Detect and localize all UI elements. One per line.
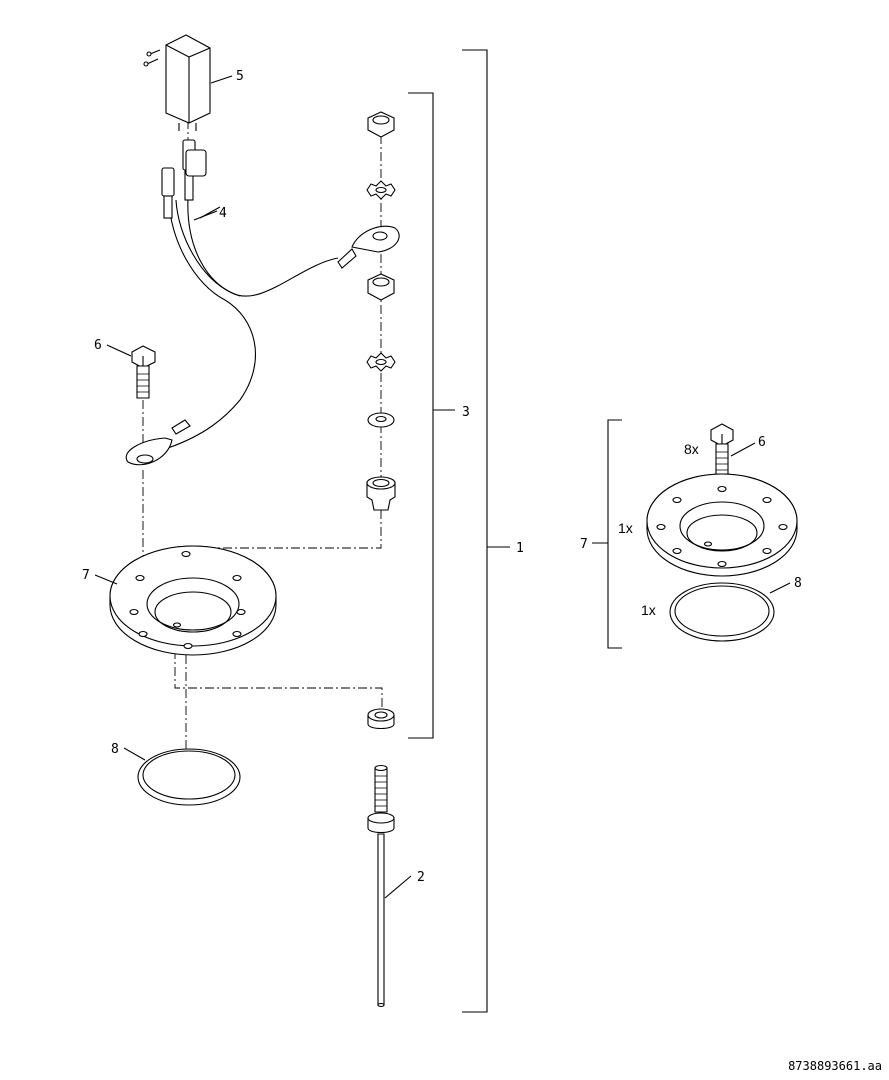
flange-kit bbox=[646, 473, 798, 577]
spacer-ring bbox=[367, 708, 395, 730]
bracket-7-kit bbox=[592, 419, 622, 649]
lock-washer-top bbox=[366, 180, 396, 200]
bracket-3 bbox=[408, 92, 455, 739]
lock-washer-middle bbox=[366, 352, 396, 372]
leader-lines bbox=[94, 75, 791, 899]
flat-washer bbox=[367, 412, 395, 428]
callout-4: 4 bbox=[219, 206, 227, 221]
callout-7-kit: 7 bbox=[580, 537, 588, 552]
callout-8: 8 bbox=[111, 742, 119, 757]
center-lines bbox=[142, 120, 383, 775]
nut-top bbox=[367, 111, 395, 138]
callout-5: 5 bbox=[236, 69, 244, 84]
bolt-kit bbox=[710, 423, 734, 477]
quantity-gasket: 1x bbox=[641, 602, 656, 618]
callout-3: 3 bbox=[462, 405, 470, 420]
callout-6-kit: 6 bbox=[758, 435, 766, 450]
gasket-left bbox=[137, 748, 241, 806]
callout-2: 2 bbox=[417, 870, 425, 885]
quantity-flange: 1x bbox=[618, 520, 633, 536]
callout-7: 7 bbox=[82, 568, 90, 583]
bracket-1 bbox=[462, 49, 510, 1013]
insulating-bushing bbox=[366, 476, 396, 511]
gasket-kit bbox=[669, 582, 775, 642]
flange-left bbox=[109, 545, 277, 656]
plug-adapter bbox=[143, 34, 211, 131]
callout-6: 6 bbox=[94, 338, 102, 353]
callout-8-kit: 8 bbox=[794, 576, 802, 591]
callout-1: 1 bbox=[516, 541, 524, 556]
sensor-rod bbox=[367, 764, 395, 1008]
nut-middle bbox=[367, 273, 395, 301]
quantity-bolts: 8x bbox=[684, 441, 699, 457]
bolt-left bbox=[131, 345, 156, 399]
document-id: 8738893661.aa bbox=[788, 1059, 882, 1073]
cable-harness bbox=[125, 139, 400, 466]
